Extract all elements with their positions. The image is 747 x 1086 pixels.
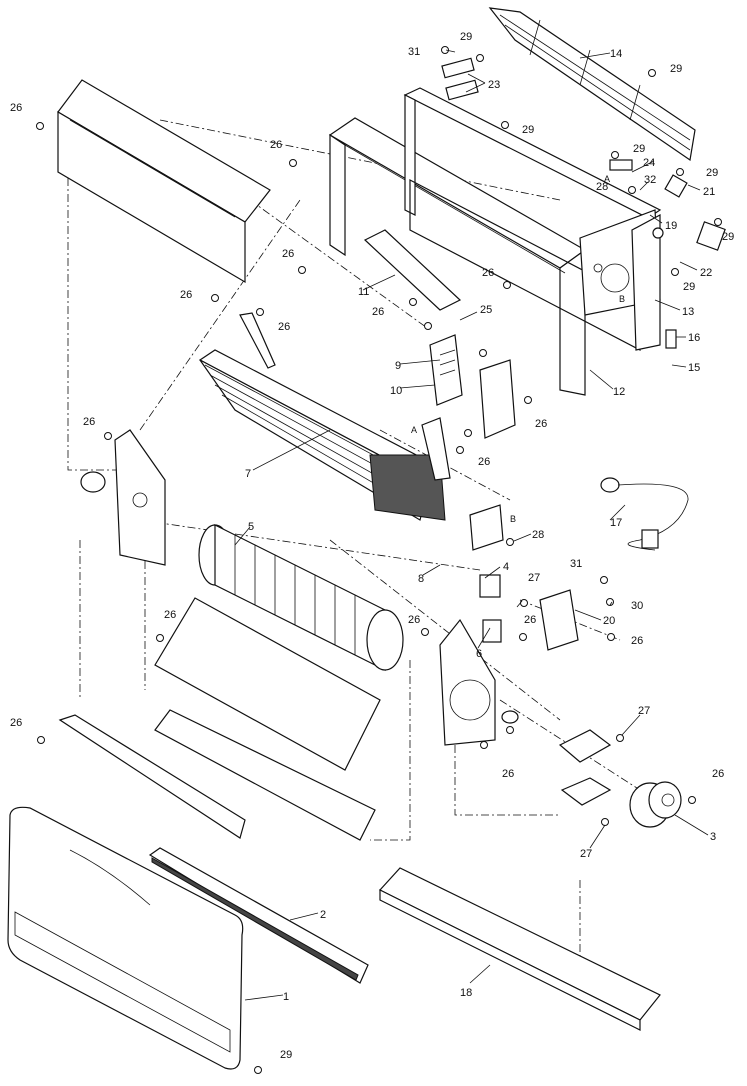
callout-17: 17 <box>610 517 622 529</box>
callout-26a: 26 <box>10 102 22 114</box>
callout-29e: 29 <box>706 167 718 179</box>
callout-18: 18 <box>460 987 472 999</box>
callout-26b: 26 <box>270 139 282 151</box>
callout-6: 6 <box>476 648 482 660</box>
right-end-plate <box>439 618 519 746</box>
callout-26f: 26 <box>372 306 384 318</box>
callout-9: 9 <box>395 360 401 372</box>
power-cord <box>600 477 689 551</box>
callout-26m: 26 <box>631 635 643 647</box>
blower-housing <box>58 597 381 841</box>
callout-29d: 29 <box>633 143 645 155</box>
callout-28b: 28 <box>596 181 608 193</box>
callout-8: 8 <box>418 573 424 585</box>
callout-26n: 26 <box>164 609 176 621</box>
evaporator-coil <box>198 349 447 521</box>
screw-icons <box>36 46 722 1074</box>
callout-27c: 27 <box>580 848 592 860</box>
callout-32: 32 <box>644 174 656 186</box>
callout-14: 14 <box>610 48 622 60</box>
callout-26j: 26 <box>83 416 95 428</box>
callout-15: 15 <box>688 362 700 374</box>
top-cover-panel <box>57 79 271 284</box>
marker-b-1: B <box>510 514 516 524</box>
control-board <box>429 334 463 406</box>
back-panel <box>579 209 661 351</box>
marker-b-2: B <box>619 294 625 304</box>
callout-26q: 26 <box>712 768 724 780</box>
callout-24: 24 <box>643 157 655 169</box>
callout-26e: 26 <box>278 321 290 333</box>
callout-27b: 27 <box>638 705 650 717</box>
front-grille <box>7 806 244 1070</box>
callout-26i: 26 <box>478 456 490 468</box>
callout-4: 4 <box>503 561 509 573</box>
alignment-lines <box>67 119 641 975</box>
callout-20: 20 <box>603 615 615 627</box>
callout-26l: 26 <box>524 614 536 626</box>
callout-5: 5 <box>248 521 254 533</box>
callout-12: 12 <box>613 386 625 398</box>
callout-26c: 26 <box>282 248 294 260</box>
callout-31b: 31 <box>570 558 582 570</box>
motor-brackets <box>558 729 612 806</box>
callout-1: 1 <box>283 991 289 1003</box>
callout-29a: 29 <box>460 31 472 43</box>
left-end-plate <box>80 429 166 566</box>
fan-motor <box>629 781 682 828</box>
callout-29b: 29 <box>670 63 682 75</box>
callout-26k: 26 <box>408 614 420 626</box>
leader-lines <box>234 49 709 1001</box>
callout-11: 11 <box>358 286 369 298</box>
callout-2: 2 <box>320 909 326 921</box>
callout-26o: 26 <box>10 717 22 729</box>
callout-29h: 29 <box>280 1049 292 1061</box>
callout-28a: 28 <box>532 529 544 541</box>
callout-29c: 29 <box>522 124 534 136</box>
base-pan <box>379 867 661 1031</box>
callout-21: 21 <box>703 186 715 198</box>
callout-30: 30 <box>631 600 643 612</box>
callout-29f: 29 <box>722 231 734 243</box>
callout-13: 13 <box>682 306 694 318</box>
callout-7: 7 <box>245 468 251 480</box>
callout-26g: 26 <box>482 267 494 279</box>
callout-19: 19 <box>665 220 677 232</box>
callout-26p: 26 <box>502 768 514 780</box>
callout-27a: 27 <box>528 572 540 584</box>
callout-25: 25 <box>480 304 492 316</box>
callout-3: 3 <box>710 831 716 843</box>
callout-16: 16 <box>688 332 700 344</box>
callout-26h: 26 <box>535 418 547 430</box>
louver-vane <box>148 847 369 984</box>
marker-a-2: A <box>604 174 610 184</box>
callout-22: 22 <box>700 267 712 279</box>
callout-26d: 26 <box>180 289 192 301</box>
small-brackets <box>239 57 726 651</box>
callout-23: 23 <box>488 79 500 91</box>
callout-10: 10 <box>390 385 402 397</box>
air-filter <box>488 7 696 162</box>
callout-labels: 1 2 3 4 5 6 7 8 9 10 11 12 13 14 15 16 1… <box>10 31 734 1061</box>
marker-a-1: A <box>411 425 417 435</box>
blower-wheel <box>198 524 404 671</box>
main-frame <box>328 87 662 396</box>
callout-31a: 31 <box>408 46 420 58</box>
callout-29g: 29 <box>683 281 695 293</box>
